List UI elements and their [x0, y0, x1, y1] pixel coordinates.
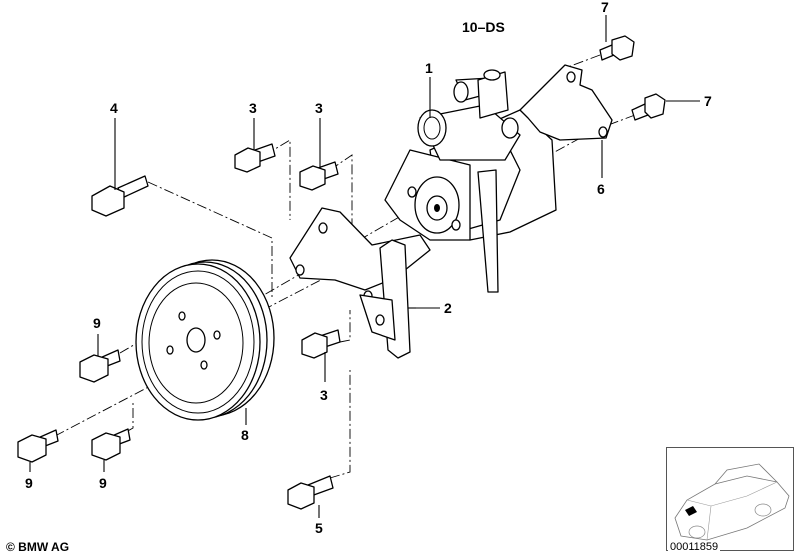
- pulley-bolt-mid: [91, 428, 131, 461]
- bolt-upper-left: [234, 143, 276, 173]
- diagram-code: 10–DS: [462, 19, 505, 35]
- pulley-bolt-left: [17, 429, 59, 463]
- bolt-lower: [301, 329, 341, 359]
- document-number: 00011859: [668, 541, 721, 553]
- leader-lines: [29, 15, 700, 518]
- bolt-right: [631, 93, 666, 121]
- callout-3-upper-left: 3: [249, 100, 257, 116]
- callout-8: 8: [241, 427, 249, 443]
- rear-bracket: [519, 64, 613, 141]
- callout-9-mid: 9: [99, 475, 107, 491]
- callout-4: 4: [110, 100, 118, 116]
- steering-pump: [384, 69, 557, 293]
- location-marker-icon: [685, 506, 697, 516]
- callout-6: 6: [597, 181, 605, 197]
- callout-5: 5: [315, 520, 323, 536]
- vehicle-locator-inset: [666, 447, 794, 551]
- pulley-bolt-upper: [79, 349, 121, 383]
- callout-3-upper-right: 3: [315, 100, 323, 116]
- bolt-bottom: [287, 475, 334, 510]
- callout-1: 1: [425, 60, 433, 76]
- callout-7-top: 7: [601, 0, 609, 15]
- callout-7-right: 7: [704, 93, 712, 109]
- callout-3-lower: 3: [320, 387, 328, 403]
- bolt-upper-right: [299, 161, 339, 191]
- copyright: © BMW AG: [6, 540, 70, 554]
- bolt-top-right: [599, 35, 635, 61]
- callout-9-left: 9: [25, 475, 33, 491]
- bolt-long: [91, 175, 149, 217]
- callout-9-upper: 9: [93, 315, 101, 331]
- bracket-strip: [359, 239, 411, 359]
- callout-2: 2: [444, 300, 452, 316]
- pulley: [135, 259, 275, 421]
- car-outline-icon: [674, 463, 790, 541]
